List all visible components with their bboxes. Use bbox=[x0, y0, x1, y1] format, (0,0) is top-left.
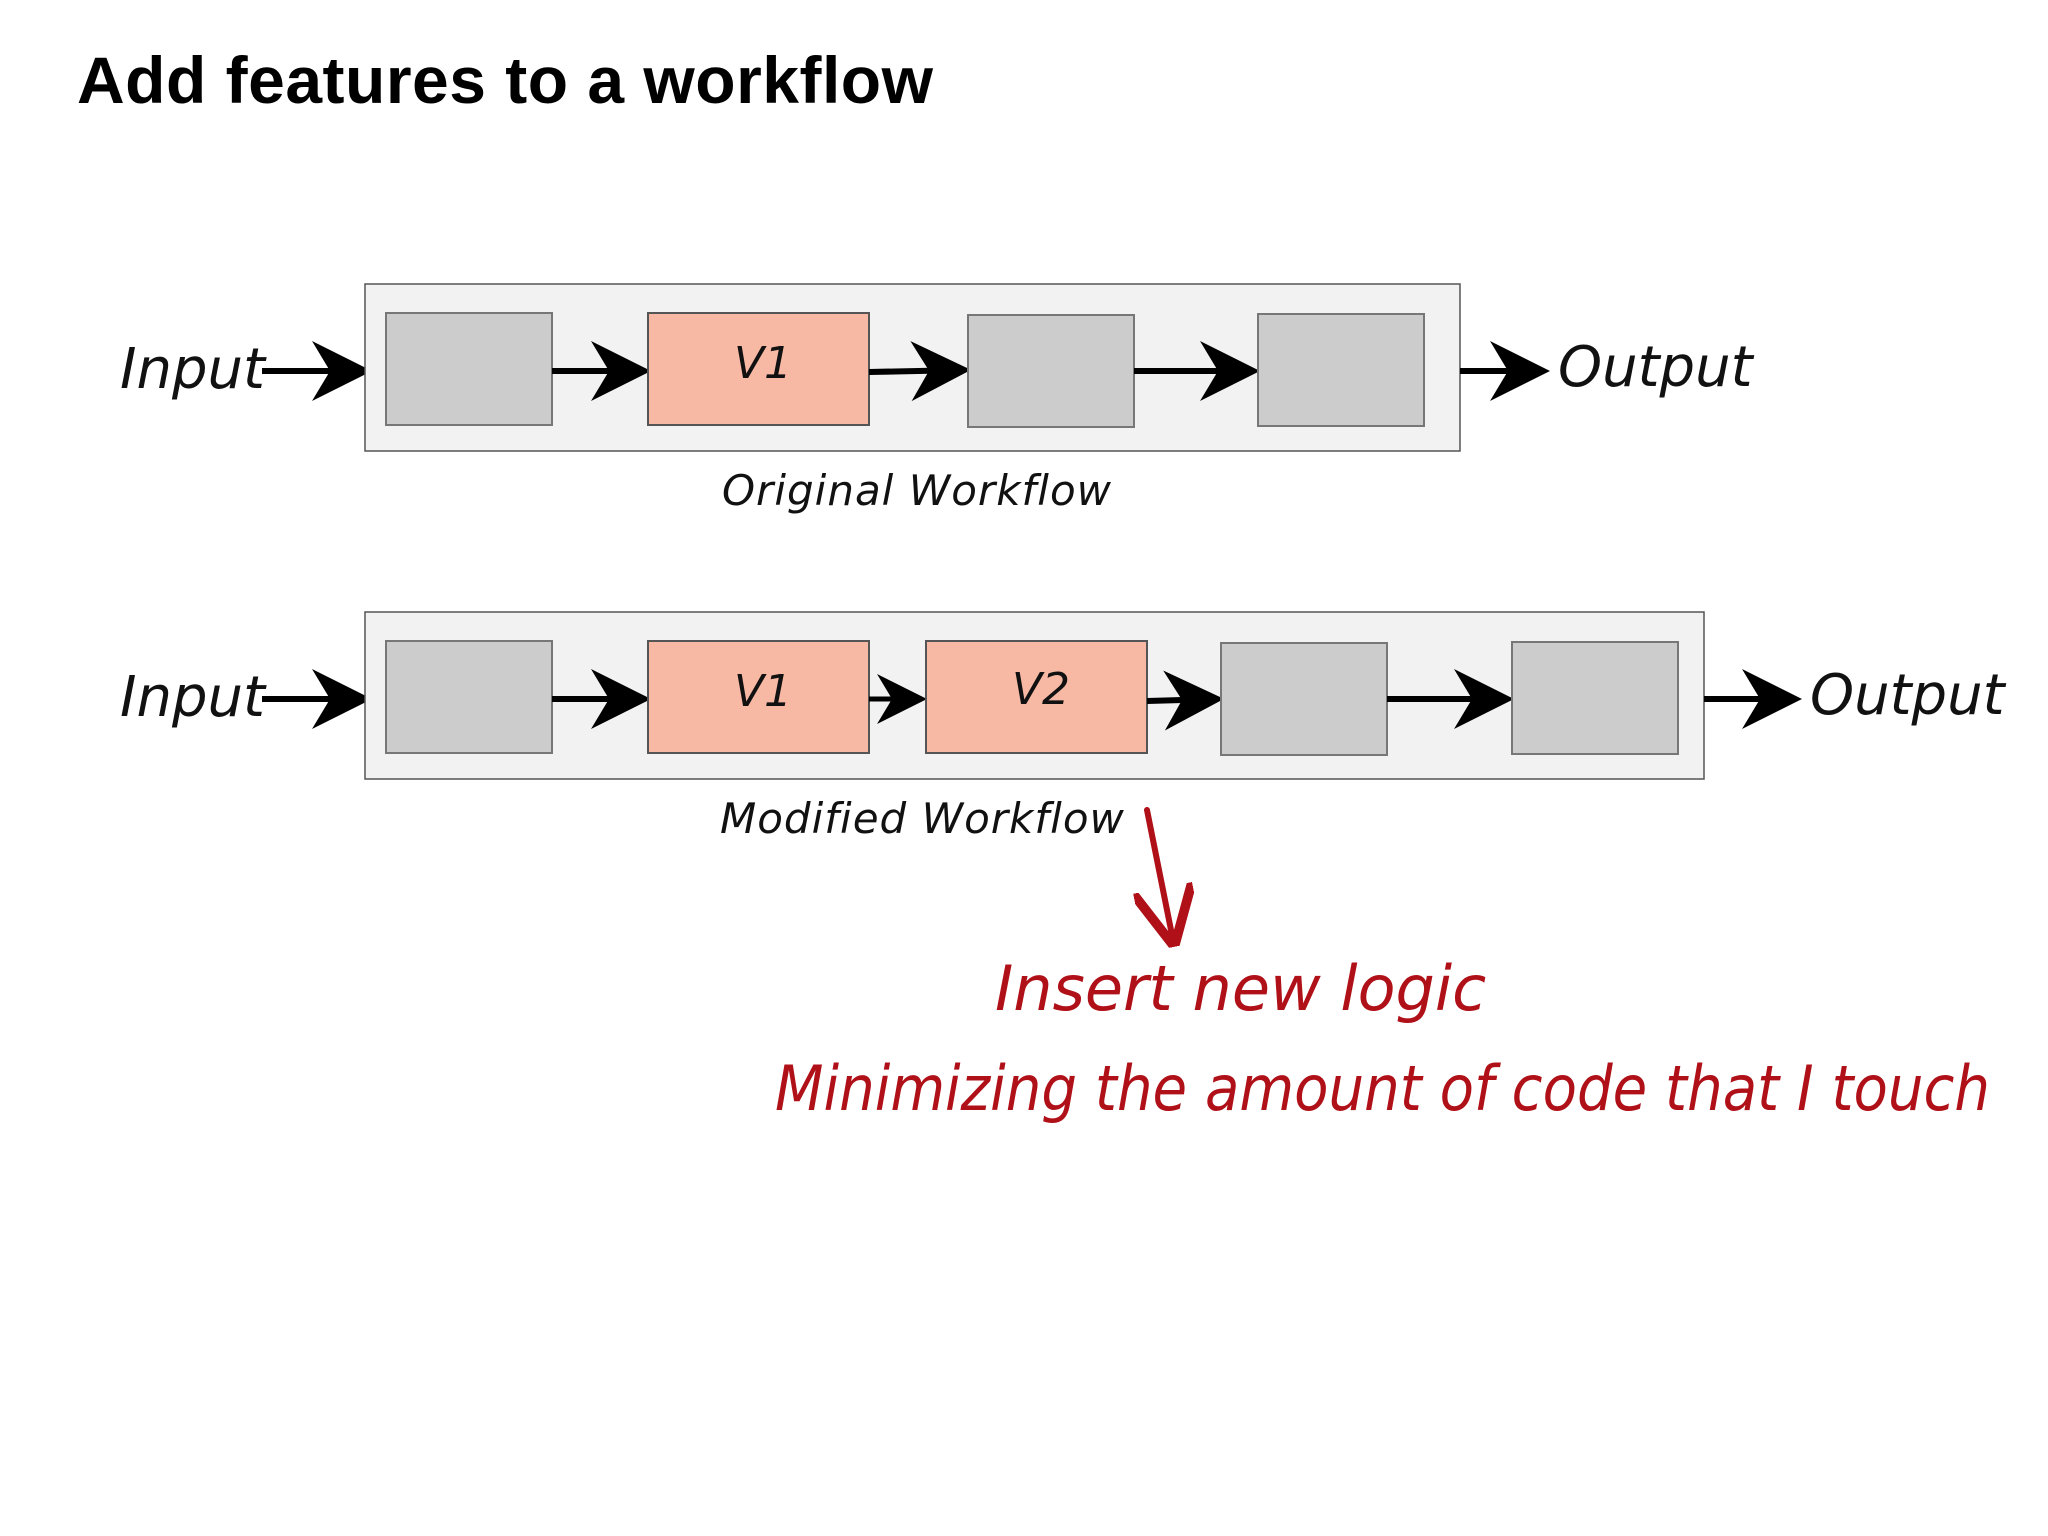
original-arrow-2-3 bbox=[868, 341, 971, 402]
original-step-1 bbox=[385, 312, 553, 426]
original-step-4 bbox=[1257, 313, 1425, 427]
modified-input-label: Input bbox=[120, 665, 267, 730]
modified-step-v2 bbox=[925, 640, 1148, 754]
annotation: Insert new logic Minimizing the amount o… bbox=[775, 807, 1990, 1125]
annotation-line-2: Minimizing the amount of code that I tou… bbox=[775, 1052, 1990, 1125]
modified-workflow: Input V1 V2 Output Modified Workflow bbox=[120, 611, 2007, 843]
modified-workflow-caption: Modified Workflow bbox=[720, 794, 1125, 843]
modified-step-4 bbox=[1220, 642, 1388, 756]
page-title: Add features to a workflow bbox=[77, 43, 934, 117]
original-workflow-caption: Original Workflow bbox=[722, 466, 1112, 515]
modified-step-v2-label: V2 bbox=[1012, 664, 1070, 715]
annotation-line-1: Insert new logic bbox=[995, 952, 1486, 1025]
modified-step-5 bbox=[1511, 641, 1679, 755]
modified-step-v1-label: V1 bbox=[734, 666, 792, 717]
annotation-arrow bbox=[1147, 807, 1172, 935]
modified-output-label: Output bbox=[1810, 663, 2007, 728]
original-workflow: Input V1 Output Original Workflow bbox=[120, 283, 1755, 515]
original-input-label: Input bbox=[120, 337, 267, 402]
original-step-v1 bbox=[647, 312, 870, 426]
original-step-3 bbox=[967, 314, 1135, 428]
modified-step-1 bbox=[385, 640, 553, 754]
modified-step-v1 bbox=[647, 640, 870, 754]
original-output-label: Output bbox=[1558, 335, 1755, 400]
original-step-v1-label: V1 bbox=[734, 338, 792, 389]
modified-arrow-3-4 bbox=[1146, 670, 1224, 731]
